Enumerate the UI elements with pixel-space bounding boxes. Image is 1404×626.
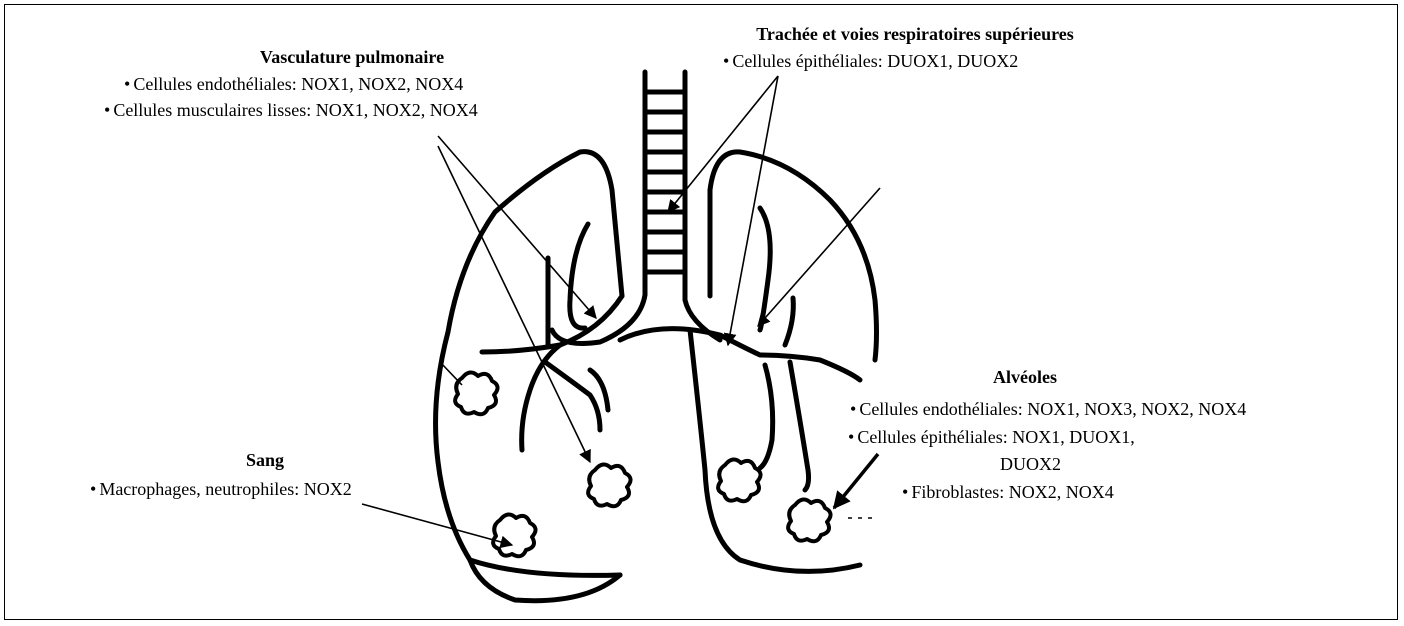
arrow-trachea-3 — [758, 188, 880, 326]
alveoles-item-fibroblasts: Fibroblastes: NOX2, NOX4 — [902, 481, 1114, 503]
vasculature-item-smooth-muscle: Cellules musculaires lisses: NOX1, NOX2,… — [104, 99, 478, 121]
alveoles-item-epithelial-cont: DUOX2 — [1000, 453, 1061, 475]
vasculature-title: Vasculature pulmonaire — [202, 46, 502, 68]
sang-item-macrophages: Macrophages, neutrophiles: NOX2 — [90, 478, 352, 500]
trachea-title: Trachée et voies respiratoires supérieur… — [690, 23, 1140, 45]
arrow-alveoles — [834, 454, 878, 508]
arrow-left-edge — [440, 362, 462, 385]
trachea-item-epithelial: Cellules épithéliales: DUOX1, DUOX2 — [723, 50, 1018, 72]
alveoles-item-epithelial: Cellules épithéliales: NOX1, DUOX1, — [848, 426, 1135, 448]
arrow-trachea-2 — [728, 76, 778, 345]
alveoles-title: Alvéoles — [965, 366, 1085, 388]
arrow-sang — [362, 504, 512, 545]
alveoles-item-endothelial: Cellules endothéliales: NOX1, NOX3, NOX2… — [850, 398, 1246, 420]
vasculature-item-endothelial: Cellules endothéliales: NOX1, NOX2, NOX4 — [124, 73, 463, 95]
sang-title: Sang — [205, 449, 325, 471]
alveoli-clusters — [455, 372, 830, 556]
right-lung — [620, 152, 877, 572]
trachea — [552, 72, 720, 344]
arrow-vasculature-1 — [438, 136, 596, 318]
